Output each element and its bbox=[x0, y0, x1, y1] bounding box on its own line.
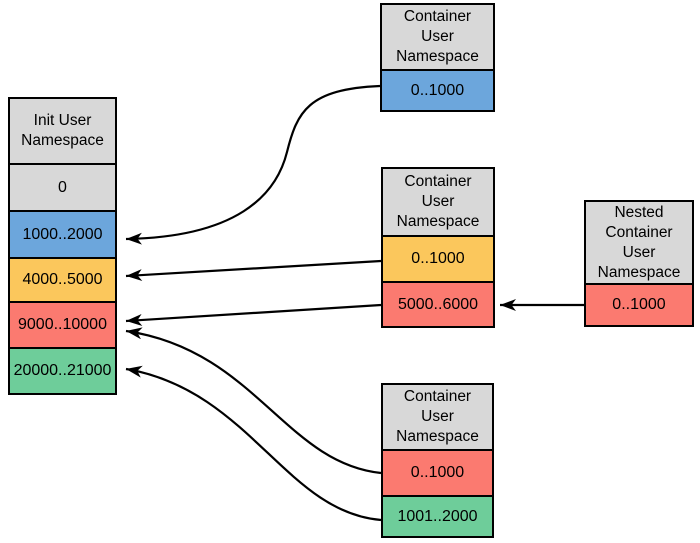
uid-range-row: 0..1000 bbox=[382, 69, 493, 110]
uid-range-row: 1001..2000 bbox=[383, 495, 492, 536]
init-user-namespace-box: Init User Namespace 0 1000..2000 4000..5… bbox=[8, 97, 117, 395]
container-user-namespace-top-box: Container User Namespace 0..1000 bbox=[380, 3, 495, 112]
arrow-middle-container-5000-6000-to-init-9000-10000 bbox=[125, 303, 382, 326]
box-title: Init User Namespace bbox=[10, 99, 115, 164]
uid-range-row: 1000..2000 bbox=[10, 210, 115, 257]
container-user-namespace-middle-box: Container User Namespace 0..1000 5000..6… bbox=[381, 167, 495, 328]
uid-range-row: 0..1000 bbox=[383, 235, 493, 281]
box-title: Container User Namespace bbox=[383, 169, 493, 235]
nested-container-user-namespace-box: Nested Container User Namespace 0..1000 bbox=[584, 200, 694, 327]
uid-range-row: 0..1000 bbox=[586, 283, 692, 325]
uid-range-row: 4000..5000 bbox=[10, 256, 115, 302]
uid-range-row: 20000..21000 bbox=[10, 346, 115, 393]
box-title: Container User Namespace bbox=[383, 385, 492, 449]
arrow-bottom-container-0-1000-to-init-9000-10000 bbox=[125, 327, 382, 475]
uid-range-row: 0 bbox=[10, 163, 115, 211]
box-title: Nested Container User Namespace bbox=[586, 202, 692, 283]
uid-range-row: 0..1000 bbox=[383, 449, 492, 495]
box-title: Container User Namespace bbox=[382, 5, 493, 69]
arrow-middle-container-0-1000-to-init-4000-5000 bbox=[125, 259, 382, 282]
arrow-bottom-container-1001-2000-to-init-20000-21000 bbox=[125, 365, 382, 522]
arrow-top-container-to-init-1000-2000 bbox=[125, 84, 381, 245]
uid-range-row: 5000..6000 bbox=[383, 281, 493, 326]
container-user-namespace-bottom-box: Container User Namespace 0..1000 1001..2… bbox=[381, 383, 494, 538]
uid-range-row: 9000..10000 bbox=[10, 301, 115, 347]
